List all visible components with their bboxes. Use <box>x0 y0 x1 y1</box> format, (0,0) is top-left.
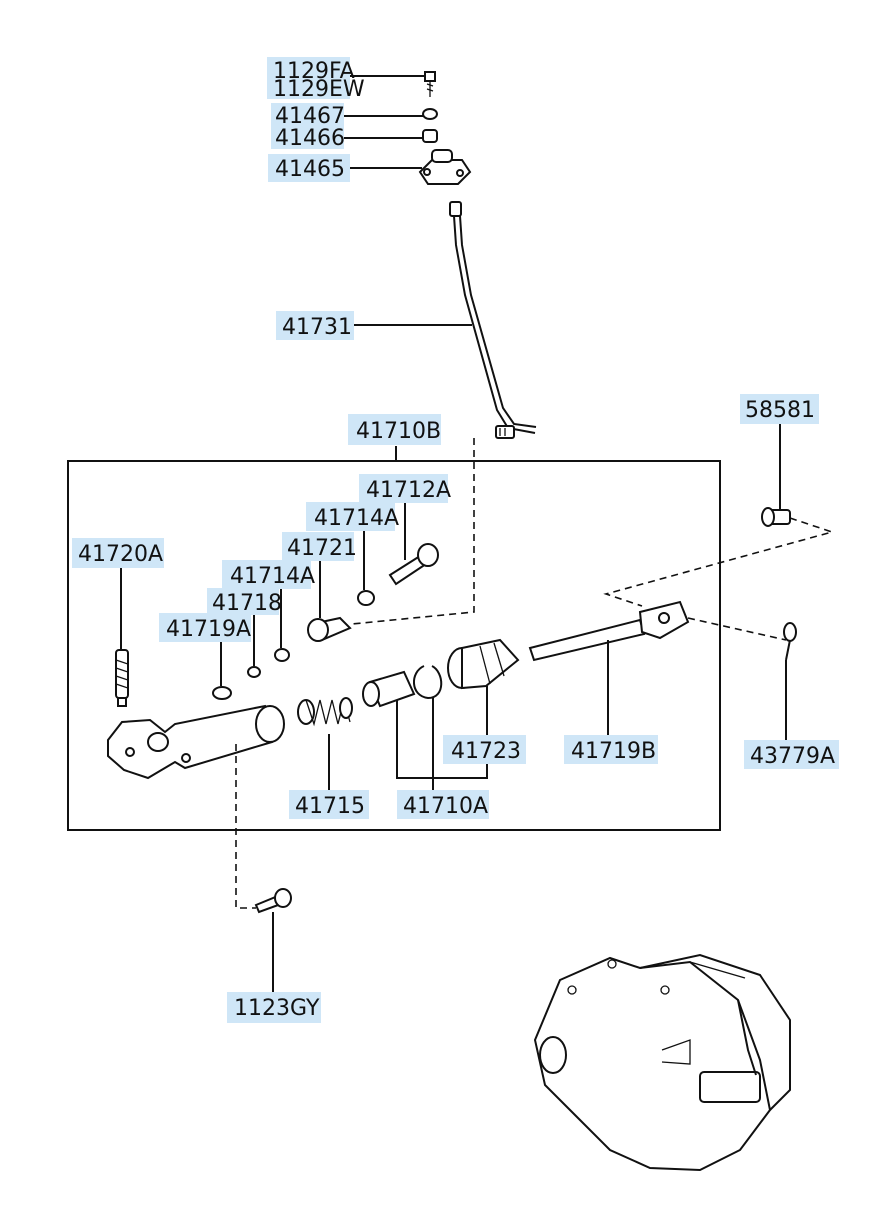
svg-text:41466: 41466 <box>275 126 345 151</box>
svg-text:41718: 41718 <box>212 591 282 616</box>
bolt-58581 <box>761 507 791 527</box>
dust-boot <box>447 638 520 690</box>
label-41719B: 41719B <box>564 735 658 764</box>
pipe-connector <box>307 616 352 642</box>
bleeder-screw <box>115 649 129 707</box>
union-bolt <box>388 543 439 586</box>
label-41715: 41715 <box>289 790 369 819</box>
label-1123GY: 1123GY <box>227 992 321 1023</box>
svg-text:41720A: 41720A <box>78 542 163 567</box>
box-parts <box>107 543 690 780</box>
svg-text:58581: 58581 <box>745 398 815 423</box>
svg-text:41731: 41731 <box>282 315 352 340</box>
label-41719A: 41719A <box>159 613 251 642</box>
label-41712A: 41712A <box>359 474 451 503</box>
label-1129FA: 1129FA 1129EW <box>267 57 365 102</box>
label-58581: 58581 <box>740 394 819 424</box>
label-41467: 41467 <box>271 103 345 129</box>
dashed-guides <box>235 438 835 909</box>
svg-text:41467: 41467 <box>275 104 345 129</box>
clutch-pipe <box>449 201 537 439</box>
leader-lines <box>120 75 787 992</box>
svg-text:41715: 41715 <box>295 794 365 819</box>
svg-text:41465: 41465 <box>275 157 345 182</box>
label-41465: 41465 <box>268 154 350 182</box>
washer-upper <box>357 590 375 606</box>
valve-small <box>247 666 261 678</box>
label-41721: 41721 <box>282 532 357 561</box>
svg-text:41712A: 41712A <box>366 478 451 503</box>
assembly-frame <box>67 460 721 831</box>
svg-text:41710B: 41710B <box>356 419 441 444</box>
svg-text:41723: 41723 <box>451 739 521 764</box>
spring-small <box>212 686 232 700</box>
label-43779A: 43779A <box>744 740 839 769</box>
piston <box>362 670 416 708</box>
label-41723: 41723 <box>443 735 526 764</box>
label-41466: 41466 <box>271 125 345 151</box>
svg-text:41719A: 41719A <box>166 617 251 642</box>
svg-text:1129FA: 1129FA <box>273 59 355 84</box>
transmission-housing <box>533 953 791 1172</box>
label-41718: 41718 <box>207 588 282 616</box>
top-mount-stack <box>418 71 472 185</box>
cylinder-body <box>107 704 285 780</box>
svg-text:41721: 41721 <box>287 536 357 561</box>
clevis-pin <box>783 622 797 661</box>
label-41714A-upper: 41714A <box>306 502 399 531</box>
label-41714A-lower: 41714A <box>222 560 315 589</box>
bolt-1123GY <box>254 888 292 914</box>
label-41710A: 41710A <box>397 790 489 819</box>
label-41710B: 41710B <box>348 414 441 445</box>
svg-text:41714A: 41714A <box>314 506 399 531</box>
svg-text:1123GY: 1123GY <box>234 996 320 1021</box>
svg-text:41719B: 41719B <box>571 739 656 764</box>
washer-lower <box>274 648 290 662</box>
svg-text:41710A: 41710A <box>403 794 488 819</box>
svg-text:1129EW: 1129EW <box>273 77 365 102</box>
label-41720A: 41720A <box>72 538 164 568</box>
label-41731: 41731 <box>276 311 354 340</box>
push-rod <box>528 600 690 662</box>
svg-text:43779A: 43779A <box>750 744 835 769</box>
return-spring <box>297 697 353 727</box>
svg-text:41714A: 41714A <box>230 564 315 589</box>
snap-ring <box>413 665 443 700</box>
